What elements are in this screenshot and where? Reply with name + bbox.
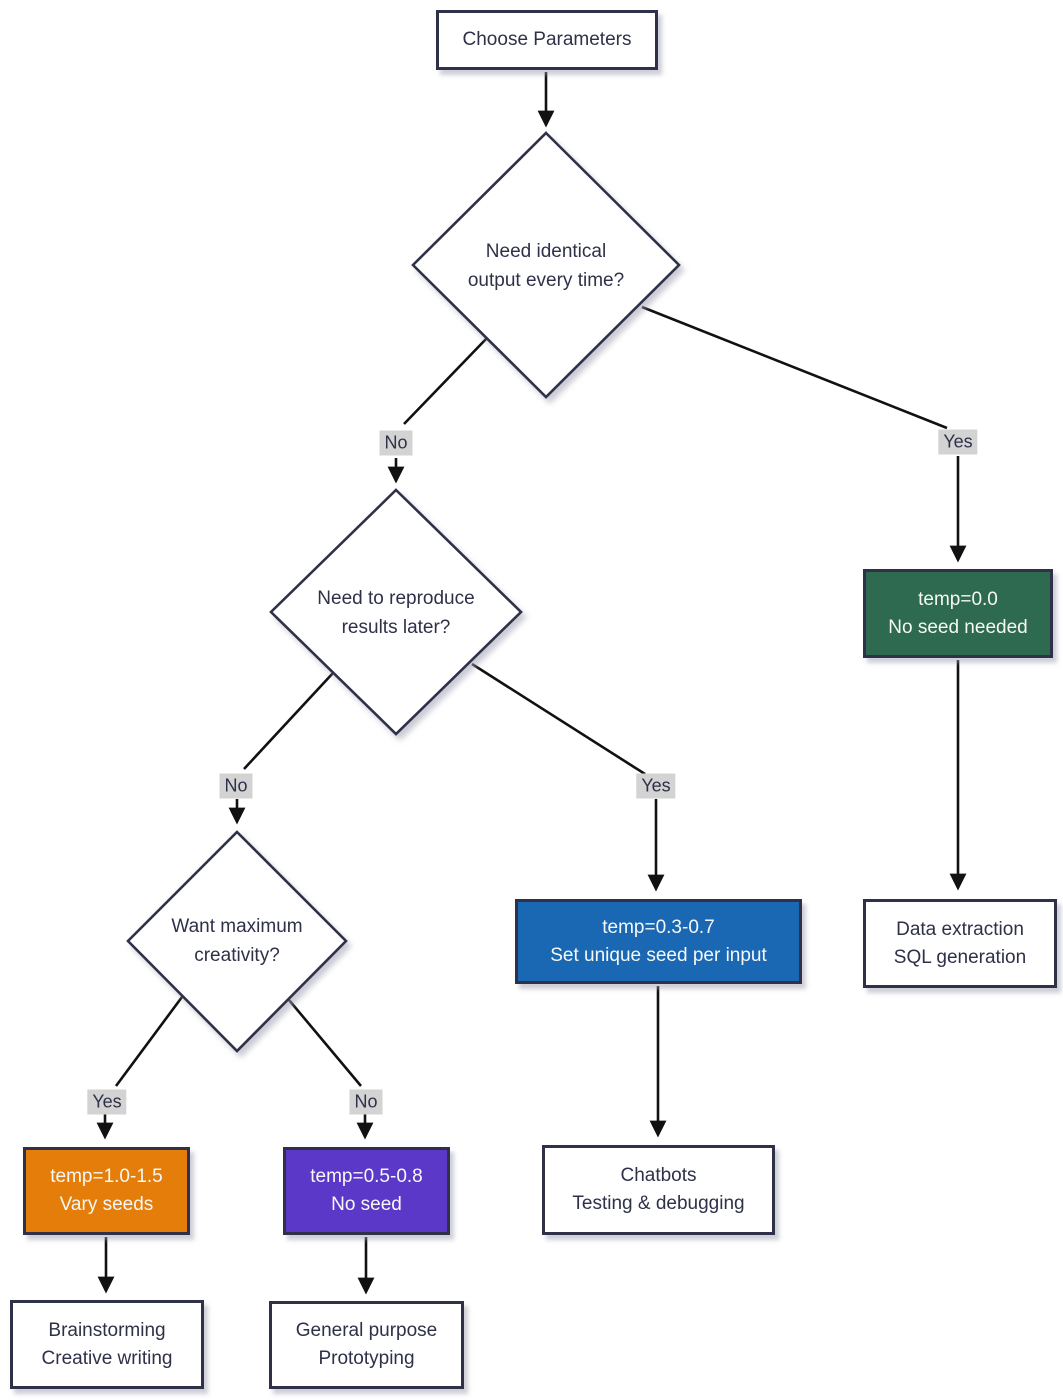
temp-high-line2: Vary seeds [59, 1194, 154, 1215]
edge-label-no-3: No [349, 1089, 383, 1115]
chatbots-line1: Chatbots [620, 1165, 697, 1186]
diamond-need-identical-shape [411, 131, 681, 399]
node-chatbots: Chatbots Testing & debugging [542, 1145, 775, 1235]
temp-mid-line2: Set unique seed per input [550, 944, 767, 966]
edge-label-yes-2: Yes [636, 773, 676, 799]
edge-want-creativity-to-no-label [288, 999, 362, 1087]
temp-zero-line2: No seed needed [888, 616, 1028, 638]
edge-label-yes-3: Yes [87, 1089, 127, 1115]
decision-shapes [126, 131, 681, 1053]
temp-high-line1: temp=1.0-1.5 [50, 1166, 163, 1187]
node-temp-zero: temp=0.0 No seed needed [863, 569, 1053, 658]
edge-label-no-2: No [219, 773, 253, 799]
chatbots-line2: Testing & debugging [572, 1193, 745, 1214]
edge-label-yes-1: Yes [938, 429, 978, 455]
node-choose-parameters: Choose Parameters [436, 10, 658, 70]
node-temp-default: temp=0.5-0.8 No seed [283, 1147, 450, 1235]
node-brainstorming: Brainstorming Creative writing [10, 1300, 204, 1389]
temp-default-line2: No seed [331, 1194, 402, 1215]
brainstorming-line1: Brainstorming [48, 1319, 166, 1341]
edge-need-identical-to-no-label [403, 337, 488, 425]
temp-default-line1: temp=0.5-0.8 [310, 1166, 423, 1187]
data-extraction-line2: SQL generation [893, 946, 1027, 968]
edge-need-reproduce-to-no-label [243, 672, 334, 770]
edge-need-identical-to-yes-label [641, 305, 948, 430]
brainstorming-line2: Creative writing [41, 1347, 173, 1369]
data-extraction-line1: Data extraction [896, 918, 1024, 940]
node-choose-parameters-label: Choose Parameters [462, 29, 632, 50]
edges [96, 72, 967, 1295]
node-general-purpose: General purpose Prototyping [269, 1301, 464, 1389]
diamond-need-reproduce-shape [269, 488, 523, 736]
node-temp-mid: temp=0.3-0.7 Set unique seed per input [515, 899, 802, 984]
general-purpose-line1: General purpose [295, 1320, 438, 1341]
temp-zero-line1: temp=0.0 [918, 588, 998, 610]
edge-label-no-1: No [379, 430, 413, 456]
edge-want-creativity-to-yes-label [114, 996, 184, 1087]
diamond-want-creativity-shape [126, 830, 348, 1053]
node-data-extraction: Data extraction SQL generation [863, 899, 1057, 988]
edge-need-reproduce-to-yes-label [471, 662, 646, 776]
temp-mid-line1: temp=0.3-0.7 [602, 916, 715, 938]
general-purpose-line2: Prototyping [318, 1348, 415, 1369]
node-temp-high: temp=1.0-1.5 Vary seeds [23, 1147, 190, 1235]
